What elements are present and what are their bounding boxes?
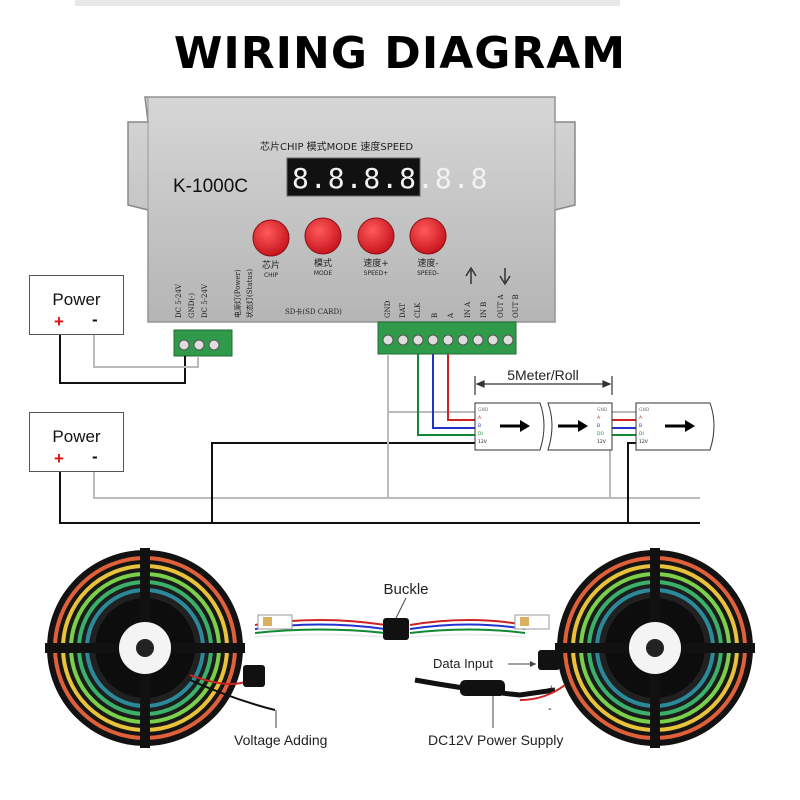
button-chip[interactable]	[252, 219, 290, 257]
indicator-status-label: 状态灯(Status)	[245, 269, 254, 318]
arrow-down-icon	[499, 268, 511, 286]
power-supply-2-label: Power	[52, 427, 101, 446]
button-speed-up[interactable]	[357, 217, 395, 255]
display-readout: 8.8.8.8.8.8	[292, 162, 488, 195]
button-chip-cn: 芯片	[262, 259, 280, 271]
terminal-label-dc-2: DC 5-24V	[201, 283, 209, 318]
power-terminal-block	[173, 329, 233, 357]
terminal-label-dc-1: DC 5-24V	[175, 283, 183, 318]
indicator-power-label: 电源灯(Power)	[233, 269, 242, 318]
data-input-connector	[538, 650, 560, 670]
seg2-pin-12v: 12V	[597, 439, 607, 445]
label-plus: +	[548, 683, 554, 695]
label-data-input: Data Input	[433, 656, 493, 671]
sd-card-label: SD卡(SD CARD)	[285, 307, 342, 316]
terminal-label-b: B	[431, 313, 439, 318]
controller-top-label: 芯片CHIP 模式MODE 速度SPEED	[260, 140, 413, 153]
seg3-pin-12v: 12V	[639, 439, 649, 445]
controller-case	[127, 96, 576, 323]
terminal-label-gnd: GND(-)	[188, 293, 196, 318]
power-supply-1-minus: -	[92, 310, 98, 329]
power-supply-1-plus: +	[54, 312, 64, 331]
led-reel-right	[555, 548, 755, 748]
wires	[59, 333, 700, 524]
button-speed-down-cn: 速度-	[417, 257, 438, 269]
label-dc12v-power-supply: DC12V Power Supply	[428, 732, 563, 748]
strip-segment-3	[635, 402, 715, 451]
seg3-pin-di: DI	[639, 431, 644, 437]
terminal-label-in-a: IN A	[464, 301, 472, 318]
seg3-pin-gnd: GND	[639, 407, 650, 413]
length-dimension	[474, 376, 613, 395]
seg1-pin-12v: 12V	[478, 439, 488, 445]
controller-model: K-1000C	[173, 176, 248, 197]
dc-barrel-connector	[460, 680, 505, 696]
terminal-label-a: A	[447, 312, 455, 319]
seg2-pin-do: DO	[597, 431, 604, 437]
seg2-pin-a: A	[597, 415, 601, 421]
seg1-pin-b: B	[478, 423, 481, 429]
voltage-adding-connector	[243, 665, 265, 687]
button-speed-down[interactable]	[409, 217, 447, 255]
button-mode-en: MODE	[314, 270, 333, 277]
led-segment-left	[257, 614, 293, 630]
seg2-pin-gnd: GND	[597, 407, 608, 413]
seg3-pin-b: B	[639, 423, 642, 429]
power-supply-2: Power + -	[29, 412, 124, 472]
arrow-up-icon	[465, 266, 477, 284]
seg1-pin-gnd: GND	[478, 407, 489, 413]
seven-segment-display: 8.8.8.8.8.8	[286, 157, 488, 197]
led-segment-right	[514, 614, 550, 630]
terminal-label-out-b: OUT B	[512, 294, 520, 318]
button-speed-down-en: SPEED-	[417, 270, 439, 277]
output-terminal-block	[377, 321, 517, 355]
data-input-arrow-icon	[530, 661, 536, 667]
terminal-label-gnd-out: GND	[384, 300, 392, 318]
strip-segment-2	[547, 402, 613, 451]
power-supply-2-minus: -	[92, 447, 98, 466]
button-speed-up-cn: 速度+	[363, 257, 389, 269]
label-minus: -	[548, 703, 552, 715]
button-mode-cn: 模式	[314, 257, 332, 269]
power-supply-1-label: Power	[52, 290, 101, 309]
terminal-label-out-a: OUT A	[497, 293, 505, 318]
terminal-label-dat: DAT	[399, 303, 407, 318]
label-buckle: Buckle	[383, 581, 428, 598]
terminal-label-in-b: IN B	[480, 302, 488, 318]
length-label: 5Meter/Roll	[507, 367, 579, 383]
seg2-pin-b: B	[597, 423, 600, 429]
button-mode[interactable]	[304, 217, 342, 255]
annotation-lines	[275, 597, 536, 728]
page-title: WIRING DIAGRAM	[173, 28, 627, 79]
label-voltage-adding: Voltage Adding	[234, 732, 327, 748]
button-speed-up-en: SPEED+	[364, 270, 389, 277]
seg3-pin-a: A	[639, 415, 643, 421]
power-supply-2-plus: +	[54, 449, 64, 468]
terminal-label-clk: CLK	[414, 302, 422, 318]
power-supply-1: Power + -	[29, 275, 124, 335]
button-chip-en: CHIP	[264, 272, 278, 279]
top-border-strip	[75, 0, 620, 6]
seg1-pin-a: A	[478, 415, 482, 421]
led-reel-left	[45, 548, 245, 748]
seg1-pin-di: DI	[478, 431, 483, 437]
strip-segment-1	[474, 402, 545, 451]
buckle-connector	[383, 618, 409, 640]
